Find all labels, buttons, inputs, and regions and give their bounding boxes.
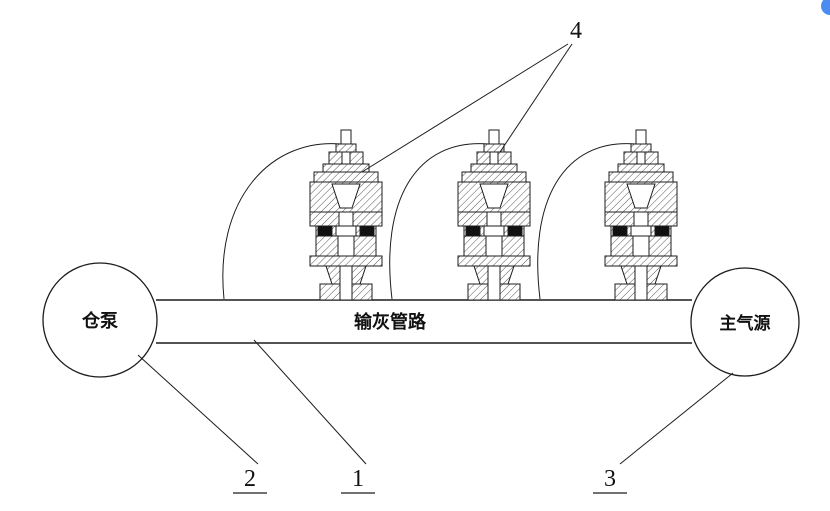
air-source-circle xyxy=(690,267,800,377)
air-tube-2 xyxy=(389,143,490,300)
valve-assembly-2 xyxy=(457,129,531,301)
callout-4-leader-2 xyxy=(499,43,573,153)
callout-4-label: 4 xyxy=(570,18,582,44)
callout-2-label: 2 xyxy=(244,466,256,492)
callout-1-label: 1 xyxy=(352,466,364,492)
pipe-label: 输灰管路 xyxy=(354,311,427,332)
air-tube-3 xyxy=(537,143,637,300)
callout-3-label: 3 xyxy=(604,466,616,492)
callout-1-leader xyxy=(253,339,367,465)
bin-pump-circle xyxy=(42,262,158,378)
air-source-label: 主气源 xyxy=(720,313,771,333)
bin-pump-label: 仓泵 xyxy=(81,310,118,331)
callout-2-leader xyxy=(137,354,259,465)
callout-3-leader xyxy=(619,372,734,465)
corner-badge-icon[interactable] xyxy=(821,0,830,15)
air-tube-1 xyxy=(222,143,342,300)
callout-4-leader-1 xyxy=(361,43,569,173)
valve-assembly-3 xyxy=(604,129,678,301)
valve-assembly-1 xyxy=(309,129,383,301)
